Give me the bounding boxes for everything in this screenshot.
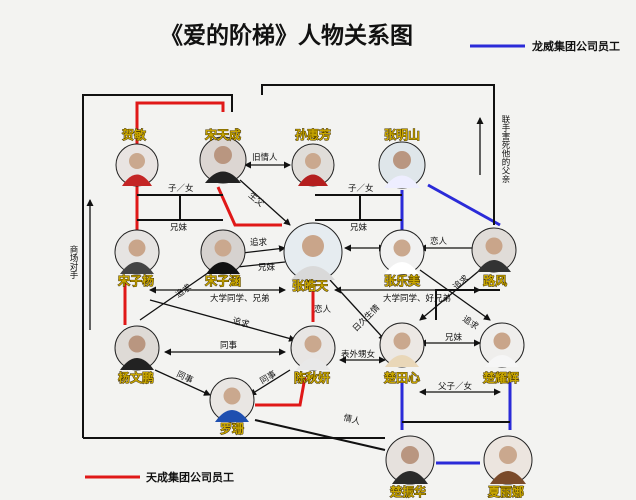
legend-red-label: 天成集团公司员工 (146, 470, 234, 484)
rel-lian-ren-lemei: 恋人 (430, 236, 448, 247)
node-song-ziyang[interactable]: 宋子杨 (114, 229, 160, 288)
rel-xiong-mei-left: 兄妹 (170, 222, 188, 233)
rel-lian-ren-qiuyan: 恋人 (314, 304, 332, 315)
rel-zhui-qiu-yaohui: 追求 (460, 313, 481, 332)
svg-text:杨文鹏: 杨文鹏 (118, 370, 154, 385)
rel-lian-shou: 联手害死他的父亲 (500, 115, 510, 183)
node-zhang-haotian[interactable]: 张皓天 (283, 222, 343, 293)
rel-xiong-mei-chu: 兄妹 (445, 332, 463, 343)
node-zhang-mingshan[interactable]: 张明山 (378, 127, 426, 189)
legend-blue-label: 龙威集团公司员工 (531, 39, 620, 53)
node-sun-huifang[interactable]: 孙惠芳 (291, 127, 335, 187)
svg-text:宋子涵: 宋子涵 (205, 273, 241, 288)
svg-text:楚振华: 楚振华 (389, 484, 426, 499)
node-chu-zhenhua[interactable]: 楚振华 (385, 435, 435, 499)
node-song-tiancheng[interactable]: 宋天成 (199, 127, 247, 184)
svg-text:陈秋妍: 陈秋妍 (294, 370, 330, 385)
node-xia-lina[interactable]: 夏丽娜 (483, 435, 533, 499)
svg-text:贺敏: 贺敏 (121, 127, 147, 142)
rel-zhui-qiu-qiuyan: 追求 (231, 315, 251, 330)
node-chu-tianxin[interactable]: 楚田心 (379, 322, 425, 385)
rel-zi-nv-right: 子／女 (348, 183, 374, 194)
rel-qing-ren: 情人 (342, 412, 362, 427)
rel-tong-shi-wenpeng: 同事 (220, 340, 238, 351)
rel-daxue-right: 大学同学、好兄弟 (383, 293, 451, 304)
node-lu-feng[interactable]: 路风 (471, 227, 517, 288)
diagram-title: 《爱的阶梯》人物关系图 (160, 22, 413, 49)
character-nodes: 贺敏 宋天成 孙惠芳 张明山 宋子杨 宋子涵 (114, 127, 533, 499)
svg-text:孙惠芳: 孙惠芳 (295, 127, 331, 142)
node-he-min[interactable]: 贺敏 (115, 127, 159, 187)
red-company-lines (123, 101, 315, 407)
svg-text:路风: 路风 (483, 273, 507, 288)
svg-text:宋子杨: 宋子杨 (118, 273, 154, 288)
rel-xiong-mei-right: 兄妹 (350, 222, 368, 233)
svg-text:罗珊: 罗珊 (220, 421, 244, 436)
svg-text:楚田心: 楚田心 (383, 370, 420, 385)
svg-text:夏丽娜: 夏丽娜 (488, 484, 524, 499)
rel-jiu-qingren: 旧情人 (252, 152, 278, 163)
rel-xiong-mei-zihan: 兄妹 (258, 262, 276, 273)
svg-text:张皓天: 张皓天 (292, 278, 329, 293)
svg-text:张明山: 张明山 (384, 127, 420, 142)
node-yang-wenpeng[interactable]: 杨文鹏 (114, 325, 160, 385)
rel-shang-chang: 商场对手 (68, 244, 78, 279)
rel-fu-zi: 父子／女 (438, 381, 473, 392)
rel-sheng-fu: 生父 (246, 190, 266, 210)
rel-biao-wai: 表外甥女 (341, 349, 376, 360)
node-luo-shan[interactable]: 罗珊 (209, 377, 255, 436)
node-zhang-lemei[interactable]: 张乐美 (379, 229, 425, 288)
node-chu-yaohui[interactable]: 楚耀辉 (479, 322, 525, 385)
svg-text:楚耀辉: 楚耀辉 (482, 370, 519, 385)
rel-zhui-qiu-haotian: 追求 (250, 237, 268, 248)
rel-zi-nv-left: 子／女 (168, 183, 194, 194)
node-song-zihan[interactable]: 宋子涵 (200, 229, 246, 288)
svg-text:宋天成: 宋天成 (205, 127, 241, 142)
node-chen-qiuyan[interactable]: 陈秋妍 (290, 325, 336, 385)
svg-text:张乐美: 张乐美 (384, 273, 421, 288)
rel-daxue-left: 大学同学、兄弟 (210, 293, 270, 304)
